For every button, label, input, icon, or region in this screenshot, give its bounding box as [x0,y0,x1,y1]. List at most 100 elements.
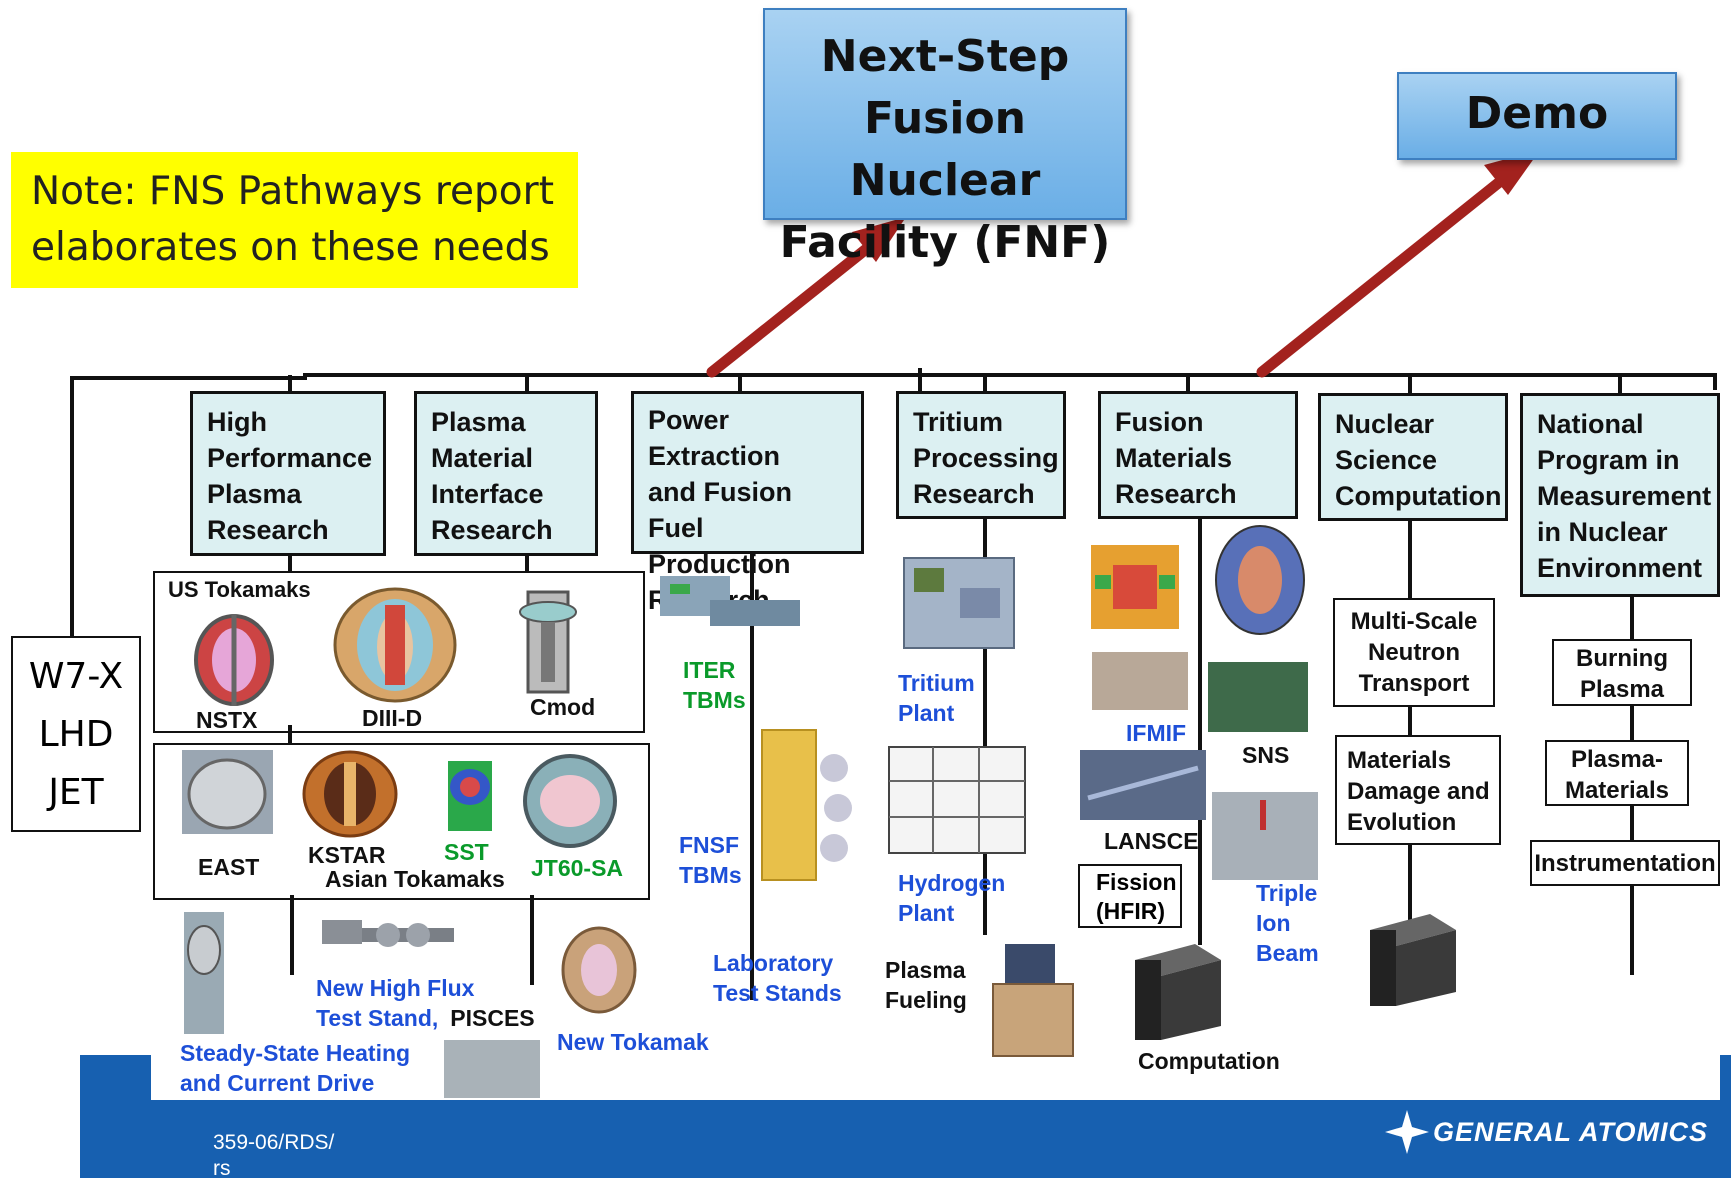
diii-d-image [333,587,457,703]
sns-image [1208,662,1308,732]
cat-line: Performance [207,443,373,473]
instrumentation-box: Instrumentation [1530,840,1720,886]
multi-line: Multi-Scale [1350,608,1478,635]
sst-label: SST [444,839,489,865]
sst-image [448,761,492,831]
cat-line: Research [913,479,1035,509]
cat-line: Plasma [207,479,302,509]
steady-state-line-2: and Current Drive [180,1070,375,1096]
footer-bar-right [1720,1055,1731,1105]
category-fusion-materials: Fusion Materials Research [1098,391,1298,519]
burning-line: Burning [1576,645,1668,672]
tritium-line: Tritium [898,670,975,696]
iter-tbms-label: ITER TBMs [683,655,746,715]
plasma-materials-box: Plasma- Materials [1545,740,1689,806]
nstx-image [194,614,274,706]
side-line-3: JET [48,772,104,813]
cat-line: Environment [1537,553,1703,583]
cat-line: Plasma [431,407,526,437]
multi-line: Transport [1358,670,1470,697]
pm-line: Materials [1564,777,1670,804]
cat-line: Research [431,515,553,545]
cat-line: Research [1115,479,1237,509]
fnf-target-box: Next-Step Fusion Nuclear Facility (FNF) [763,8,1127,268]
demo-target-box: Demo [1397,72,1677,160]
cat-line: Material [431,443,534,473]
lab-line: Test Stands [713,980,842,1006]
cat-line: Nuclear [1335,409,1435,439]
category-power-extraction: Power Extraction and Fusion Fuel Product… [631,391,864,615]
cat-line: Computation [1335,481,1502,511]
jt60-sa-label: JT60-SA [531,855,624,881]
note-line-2: elaborates on these needs [31,225,550,270]
tritium-plant-image [903,557,1015,649]
new-tokamak-label: New Tokamak [557,1029,709,1055]
diii-d-label: DIII-D [362,705,423,731]
cat-line: Processing [913,443,1059,473]
pisces-label: PISCES [450,1005,535,1031]
fnf-line-2: Fusion Nuclear [849,93,1041,206]
cat-line: Production [648,549,791,579]
sns-label: SNS [1242,742,1290,768]
lab-test-stands-label: Laboratory Test Stands [713,948,842,1008]
cat-line: Research [207,515,329,545]
new-high-flux-label: New High Flux Test Stand,PISCES [316,973,535,1033]
hydrogen-plant-image [888,746,1026,854]
footer-bar [80,1100,1731,1178]
lansce-image [1080,750,1206,820]
general-atomics-emblem-icon [1385,1110,1429,1154]
cat-line: Tritium [913,407,1004,437]
general-atomics-logo-text: GENERAL ATOMICS [1433,1116,1709,1147]
kstar-label: KSTAR [308,842,386,868]
iter-tbm-image [660,576,800,626]
side-line-1: W7-X [28,656,124,697]
hydrogen-line: Plant [898,900,955,926]
cat-line: Measurement [1537,481,1712,511]
multi-line: Neutron [1368,639,1460,666]
lansce-label: LANSCE [1104,828,1199,854]
tritium-line: Plant [898,700,955,726]
fnsf-tbms-label: FNSF TBMs [679,830,742,890]
fnsf-line: FNSF [679,832,740,858]
fusion-blanket-image [1091,545,1179,629]
multi-scale-box: Multi-Scale Neutron Transport [1333,598,1495,707]
high-flux-image [322,920,454,947]
triple-line: Beam [1256,940,1319,966]
steady-state-image [184,912,224,1034]
lab-line: Laboratory [713,950,834,976]
us-tokamaks-group [153,571,645,733]
iter-line: ITER [683,657,736,683]
new-high-flux-line-2: Test Stand, [316,1005,439,1031]
category-tritium-processing: Tritium Processing Research [896,391,1066,519]
cat-line: High [207,407,267,437]
note-box: Note: FNS Pathways report elaborates on … [11,152,578,288]
cat-line: Fusion [1115,407,1204,437]
cat-line: Program in [1537,445,1680,475]
category-plasma-material-interface: Plasma Material Interface Research [414,391,598,556]
fueling-line: Fueling [885,987,967,1013]
triple-ion-beam-image [1212,792,1318,880]
plasma-fueling-label: Plasma Fueling [885,955,967,1015]
footer-code-line-1: 359-06/RDS/ [213,1131,335,1154]
materials-damage-box: Materials Damage and Evolution [1335,735,1501,845]
pm-line: Plasma- [1570,746,1664,773]
side-box: W7-X LHD JET [11,636,141,832]
ifmif-image [1092,652,1188,710]
kstar-image [302,750,398,838]
cat-line: Interface [431,479,544,509]
category-national-program-measurement: National Program in Measurement in Nucle… [1520,393,1720,597]
east-image [182,750,273,834]
fusion-reactor-image [1215,525,1305,635]
cat-line: National [1537,409,1644,439]
instrumentation-label: Instrumentation [1534,850,1716,877]
nstx-label: NSTX [196,707,258,733]
burning-line: Plasma [1579,676,1665,703]
category-high-performance-plasma: High Performance Plasma Research [190,391,386,556]
jt60-sa-image [523,754,617,848]
general-atomics-logo: GENERAL ATOMICS [1385,1107,1708,1157]
category-nuclear-science-computation: Nuclear Science Computation [1318,393,1508,521]
triple-ion-beam-label: Triple Ion Beam [1256,878,1319,968]
new-tokamak-image [561,926,637,1014]
fission-line-2: (HFIR) [1096,898,1165,924]
footer-code-line-2: rs [213,1157,231,1180]
